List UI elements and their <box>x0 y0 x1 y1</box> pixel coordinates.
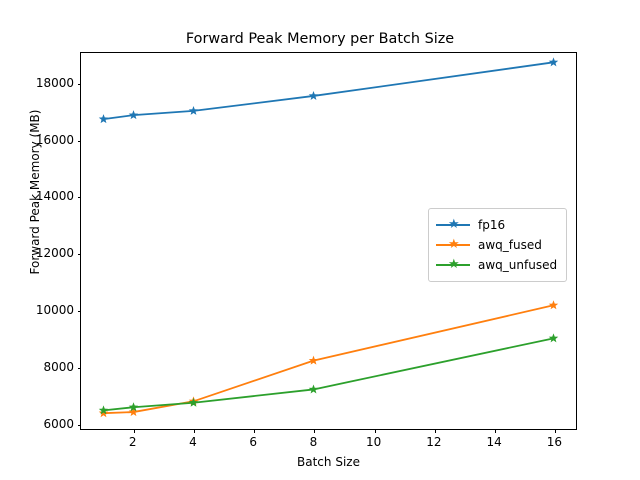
data-point-awq_fused-16 <box>548 300 559 310</box>
x-tick-label-4: 4 <box>189 435 197 449</box>
data-point-fp16-8 <box>308 90 319 100</box>
x-tick-6 <box>254 429 256 433</box>
x-tick-label-8: 8 <box>309 435 318 449</box>
data-point-awq_unfused-8 <box>308 384 319 394</box>
x-tick-label-6: 6 <box>249 435 258 449</box>
legend-star-icon: ★ <box>448 257 460 272</box>
data-point-awq_unfused-2 <box>128 402 139 412</box>
series-line-awq_unfused <box>103 337 554 412</box>
chart-title: Forward Peak Memory per Batch Size <box>185 31 455 47</box>
y-tick-label-10000: 10000 <box>35 302 74 317</box>
y-tick-label-6000: 6000 <box>43 416 74 431</box>
x-tick-14 <box>495 429 497 433</box>
y-tick-18000 <box>77 83 81 85</box>
legend-star-icon: ★ <box>448 217 460 232</box>
y-tick-label-12000: 12000 <box>35 246 74 261</box>
plot-area <box>98 57 559 418</box>
legend-line-icon <box>436 264 470 266</box>
y-tick-10000 <box>77 310 81 312</box>
legend-line-icon <box>436 244 470 246</box>
x-tick-label-10: 10 <box>366 435 382 449</box>
x-tick-10 <box>374 429 376 433</box>
x-tick-label-2: 2 <box>128 435 137 449</box>
legend-star-icon: ★ <box>448 237 460 252</box>
data-point-awq_unfused-4 <box>188 397 199 407</box>
legend-swatch-awq_fused: ★ <box>436 238 470 252</box>
legend-swatch-awq_unfused: ★ <box>436 258 470 272</box>
y-tick-6000 <box>77 424 81 426</box>
data-point-awq_fused-8 <box>308 355 319 365</box>
data-point-fp16-1 <box>98 114 109 124</box>
plot-frame <box>77 52 577 433</box>
y-axis-label: Forward Peak Memory (MB) <box>28 109 42 275</box>
data-point-awq_fused-1 <box>98 408 109 418</box>
x-tick-16 <box>555 429 557 433</box>
y-tick-12000 <box>77 254 81 256</box>
x-axis-label: Batch Size <box>297 455 360 469</box>
data-point-awq_unfused-1 <box>98 405 109 415</box>
x-tick-12 <box>434 429 436 433</box>
x-tick-label-16: 16 <box>546 435 563 449</box>
data-point-fp16-4 <box>188 105 199 115</box>
legend-item-awq_unfused[interactable]: ★ awq_unfused <box>436 255 557 275</box>
y-tick-label-18000: 18000 <box>35 75 74 90</box>
legend-label-awq_unfused: awq_unfused <box>478 258 558 272</box>
data-point-awq_fused-2 <box>128 407 139 417</box>
legend-item-awq_fused[interactable]: ★ awq_fused <box>436 235 557 255</box>
series-line-awq_fused <box>103 304 554 415</box>
y-tick-label-8000: 8000 <box>43 359 74 374</box>
legend-swatch-fp16: ★ <box>436 218 470 232</box>
data-point-fp16-16 <box>548 57 559 67</box>
legend-label-awq_fused: awq_fused <box>478 238 542 252</box>
legend-item-fp16[interactable]: ★ fp16 <box>436 215 557 235</box>
y-tick-8000 <box>77 367 81 369</box>
series-line-fp16 <box>103 61 554 120</box>
data-point-awq_unfused-16 <box>548 333 559 343</box>
legend-label-fp16: fp16 <box>478 218 506 232</box>
data-point-fp16-2 <box>128 110 139 120</box>
y-tick-label-16000: 16000 <box>35 132 74 147</box>
x-tick-2 <box>133 429 135 433</box>
x-tick-8 <box>314 429 316 433</box>
y-tick-16000 <box>77 140 81 142</box>
legend-line-icon <box>436 224 470 226</box>
y-tick-label-14000: 14000 <box>35 189 74 204</box>
y-tick-14000 <box>77 197 81 199</box>
x-tick-label-14: 14 <box>486 435 502 449</box>
chart-legend: ★ fp16 ★ awq_fused ★ awq_unfused <box>428 208 568 282</box>
x-tick-4 <box>194 429 195 433</box>
x-tick-label-12: 12 <box>426 435 442 449</box>
